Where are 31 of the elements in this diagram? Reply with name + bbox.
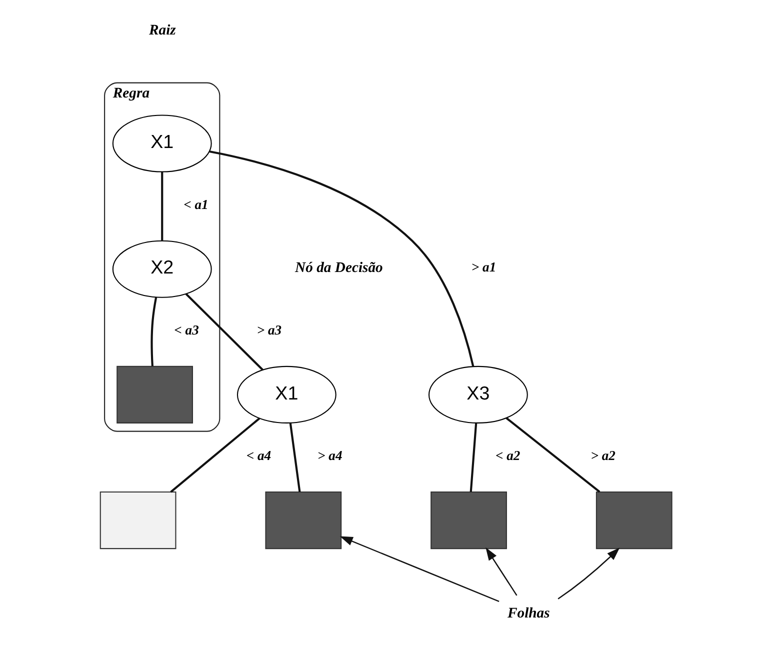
edge-label: > a1 — [471, 260, 496, 275]
connector — [185, 293, 264, 371]
edge-label: < a1 — [184, 196, 208, 212]
node-box — [116, 366, 193, 424]
connector — [161, 172, 164, 241]
edge-label: > a2 — [590, 448, 616, 463]
label: Nó da Decisão — [295, 260, 383, 276]
connector — [209, 150, 474, 367]
node-ellipse: X1 — [236, 366, 336, 424]
label: Raiz — [149, 22, 176, 38]
arrow — [340, 536, 500, 602]
connector — [170, 418, 260, 493]
edge-label: < a2 — [495, 448, 520, 463]
connector — [506, 417, 600, 493]
connector — [150, 297, 158, 366]
connector — [289, 423, 301, 492]
arrow — [486, 547, 518, 596]
node-ellipse: X1 — [112, 114, 212, 172]
node-ellipse: X2 — [112, 240, 212, 298]
edge-label: < a3 — [174, 322, 199, 338]
node-text: Folhas — [508, 605, 550, 622]
node-box — [430, 492, 507, 550]
node-ellipse: X3 — [428, 366, 528, 424]
arrow — [558, 548, 620, 600]
edge-label: < a4 — [246, 448, 272, 463]
edge-label: > a4 — [318, 448, 342, 463]
node-box — [596, 492, 672, 550]
node-box — [100, 492, 176, 550]
edge-label: > a3 — [256, 322, 282, 338]
node-box — [265, 492, 342, 550]
connector — [470, 423, 478, 492]
